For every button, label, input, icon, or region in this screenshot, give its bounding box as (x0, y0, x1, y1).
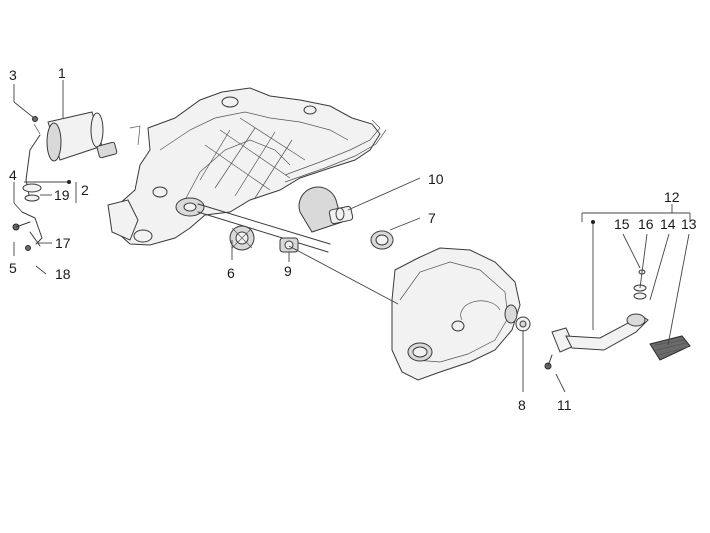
label-part-15: 15 (614, 216, 630, 232)
left-fasteners-drawing (12, 183, 43, 251)
label-part-10: 10 (428, 171, 444, 187)
label-part-3: 3 (9, 67, 17, 83)
kickstart-lever-drawing (544, 269, 691, 370)
label-part-9: 9 (284, 263, 292, 279)
label-part-14: 14 (660, 216, 676, 232)
label-part-6: 6 (227, 265, 235, 281)
label-part-4: 4 (9, 167, 17, 183)
label-part-7: 7 (428, 210, 436, 226)
washer-drawing (504, 304, 531, 332)
label-part-19: 19 (54, 187, 70, 203)
label-part-18: 18 (55, 266, 71, 282)
crankcase-drawing (107, 87, 387, 253)
label-part-11: 11 (557, 397, 572, 413)
label-part-17: 17 (55, 235, 71, 251)
label-part-12: 12 (664, 189, 680, 205)
label-part-1: 1 (58, 65, 66, 81)
side-cover-drawing (391, 247, 521, 381)
label-part-13: 13 (681, 216, 697, 232)
label-part-16: 16 (638, 216, 654, 232)
label-part-8: 8 (518, 397, 526, 413)
leader-lines (13, 80, 691, 393)
kickstart-gear-drawing (298, 186, 354, 233)
label-part-5: 5 (9, 260, 17, 276)
spring-drawing (370, 230, 394, 250)
label-part-2: 2 (81, 182, 89, 198)
gears-drawing (229, 225, 299, 253)
part-labels: 1 3 4 19 2 17 5 18 6 9 10 7 8 11 12 15 1… (9, 65, 697, 413)
